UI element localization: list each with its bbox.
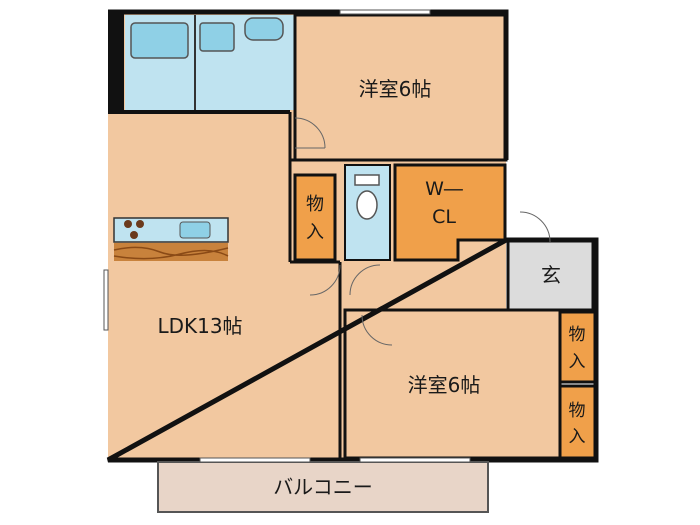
room-wcl <box>393 163 507 262</box>
label-balcony: バルコニー <box>273 475 373 499</box>
stove-burner-icon <box>124 220 132 228</box>
storage-right-bottom <box>558 384 597 460</box>
door-swing <box>294 117 326 149</box>
label-storage-right-bottom-1: 物 <box>569 401 586 421</box>
wall-segment <box>108 12 124 112</box>
toilet-tank-icon <box>354 174 380 186</box>
window <box>339 9 431 15</box>
stove-burner-icon <box>136 220 144 228</box>
sink-icon <box>199 22 235 52</box>
bathtub-icon <box>130 22 189 59</box>
window <box>103 269 109 331</box>
label-wcl-line1: W― <box>425 178 463 200</box>
door-swing <box>349 264 381 296</box>
window <box>199 457 311 463</box>
door-swing <box>519 211 551 243</box>
door-swing <box>361 314 393 346</box>
kitchen-sink-icon <box>179 221 211 239</box>
label-storage-right-top-1: 物 <box>569 325 586 345</box>
room-bedroom-south <box>343 308 562 460</box>
outer-wall <box>106 9 599 463</box>
label-entrance: 玄 <box>541 263 561 287</box>
room-bedroom-north <box>293 13 508 162</box>
door-swing <box>309 264 341 296</box>
wood-grain <box>113 246 229 260</box>
washbasin-icon <box>244 17 284 41</box>
entrance <box>506 238 595 312</box>
label-ldk: LDK13帖 <box>157 314 242 338</box>
stove-burner-icon <box>130 231 138 239</box>
label-storage-left-2: 入 <box>306 222 324 243</box>
window <box>359 457 471 463</box>
toilet-icon <box>356 190 378 220</box>
label-storage-right-bottom-2: 入 <box>569 427 586 447</box>
label-wcl-line2: CL <box>432 206 456 228</box>
label-storage-right-top-2: 入 <box>569 352 586 372</box>
storage-left <box>293 173 337 262</box>
label-storage-left-1: 物 <box>306 194 324 215</box>
balcony <box>157 461 489 513</box>
label-bedroom-south: 洋室6帖 <box>408 373 481 397</box>
label-bedroom-north: 洋室6帖 <box>359 77 432 101</box>
